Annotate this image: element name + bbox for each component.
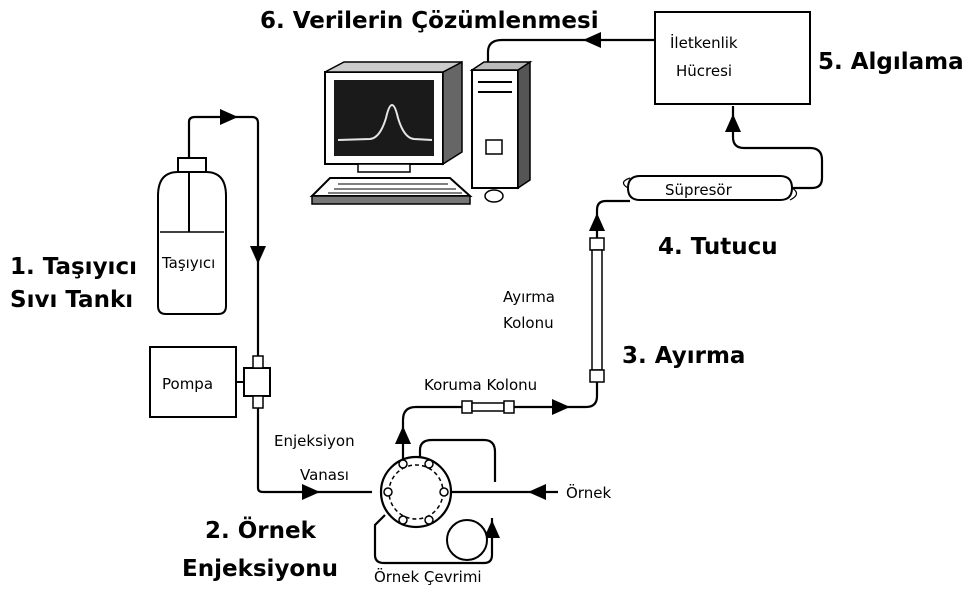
step2-title-line1: 2. Örnek — [205, 516, 317, 544]
column-to-suppressor-tube — [595, 199, 630, 238]
cell-to-computer-tube — [486, 38, 655, 68]
conductivity-cell-label-line2: Hücresi — [676, 62, 732, 80]
step1-title-line2: Sıvı Tankı — [10, 287, 133, 313]
pump-to-valve-tube — [256, 396, 372, 494]
guard-column — [461, 400, 515, 414]
sample-loop-coil — [446, 519, 488, 561]
separation-column-label-line1: Ayırma — [503, 288, 555, 306]
valve-body — [379, 455, 453, 529]
suppressor-label: Süpresör — [665, 181, 733, 199]
step2-title-line2: Enjeksiyonu — [182, 556, 338, 582]
step3-title: 3. Ayırma — [622, 343, 745, 369]
guard-to-column-tube — [514, 382, 599, 409]
conductivity-cell-label-line1: İletkenlik — [670, 33, 738, 52]
injection-valve — [379, 455, 488, 561]
step6-title: 6. Verilerin Çözümlenmesi — [260, 8, 599, 34]
conductivity-cell-box — [654, 11, 811, 105]
injection-valve-label-line1: Enjeksiyon — [274, 432, 355, 450]
pump-check-valve-top — [252, 355, 264, 369]
step4-title: 4. Tutucu — [658, 234, 778, 260]
pump-check-valve-bottom — [252, 395, 264, 409]
guard-column-label: Koruma Kolonu — [424, 376, 537, 394]
monitor-screen — [334, 80, 434, 156]
separation-column-label-line2: Kolonu — [503, 314, 554, 332]
tubing — [187, 38, 824, 565]
bottle-cap — [177, 157, 207, 173]
pump-label: Pompa — [162, 375, 213, 393]
sample-label: Örnek — [566, 483, 611, 502]
suppressor-body — [626, 175, 794, 201]
suppressor-to-cell-tube — [731, 106, 824, 190]
step5-title: 5. Algılama — [818, 49, 964, 75]
valve-port-tube — [418, 438, 497, 482]
sample-loop-label: Örnek Çevrimi — [374, 567, 482, 586]
injection-valve-label-line2: Vanası — [300, 466, 349, 484]
carrier-label: Taşıyıcı — [161, 254, 215, 272]
pump-head — [243, 367, 271, 397]
sample-loop-tube — [373, 514, 494, 565]
pump-box — [149, 346, 237, 418]
chromatogram-peak — [337, 104, 433, 141]
carrier-bottle — [157, 157, 227, 315]
flow-arrows — [220, 32, 741, 538]
bottle-body — [157, 171, 227, 315]
separation-column — [589, 237, 605, 383]
valve-to-guard-tube — [401, 405, 462, 460]
step1-title-line1: 1. Taşıyıcı — [10, 254, 137, 280]
computer-icon — [309, 60, 533, 205]
